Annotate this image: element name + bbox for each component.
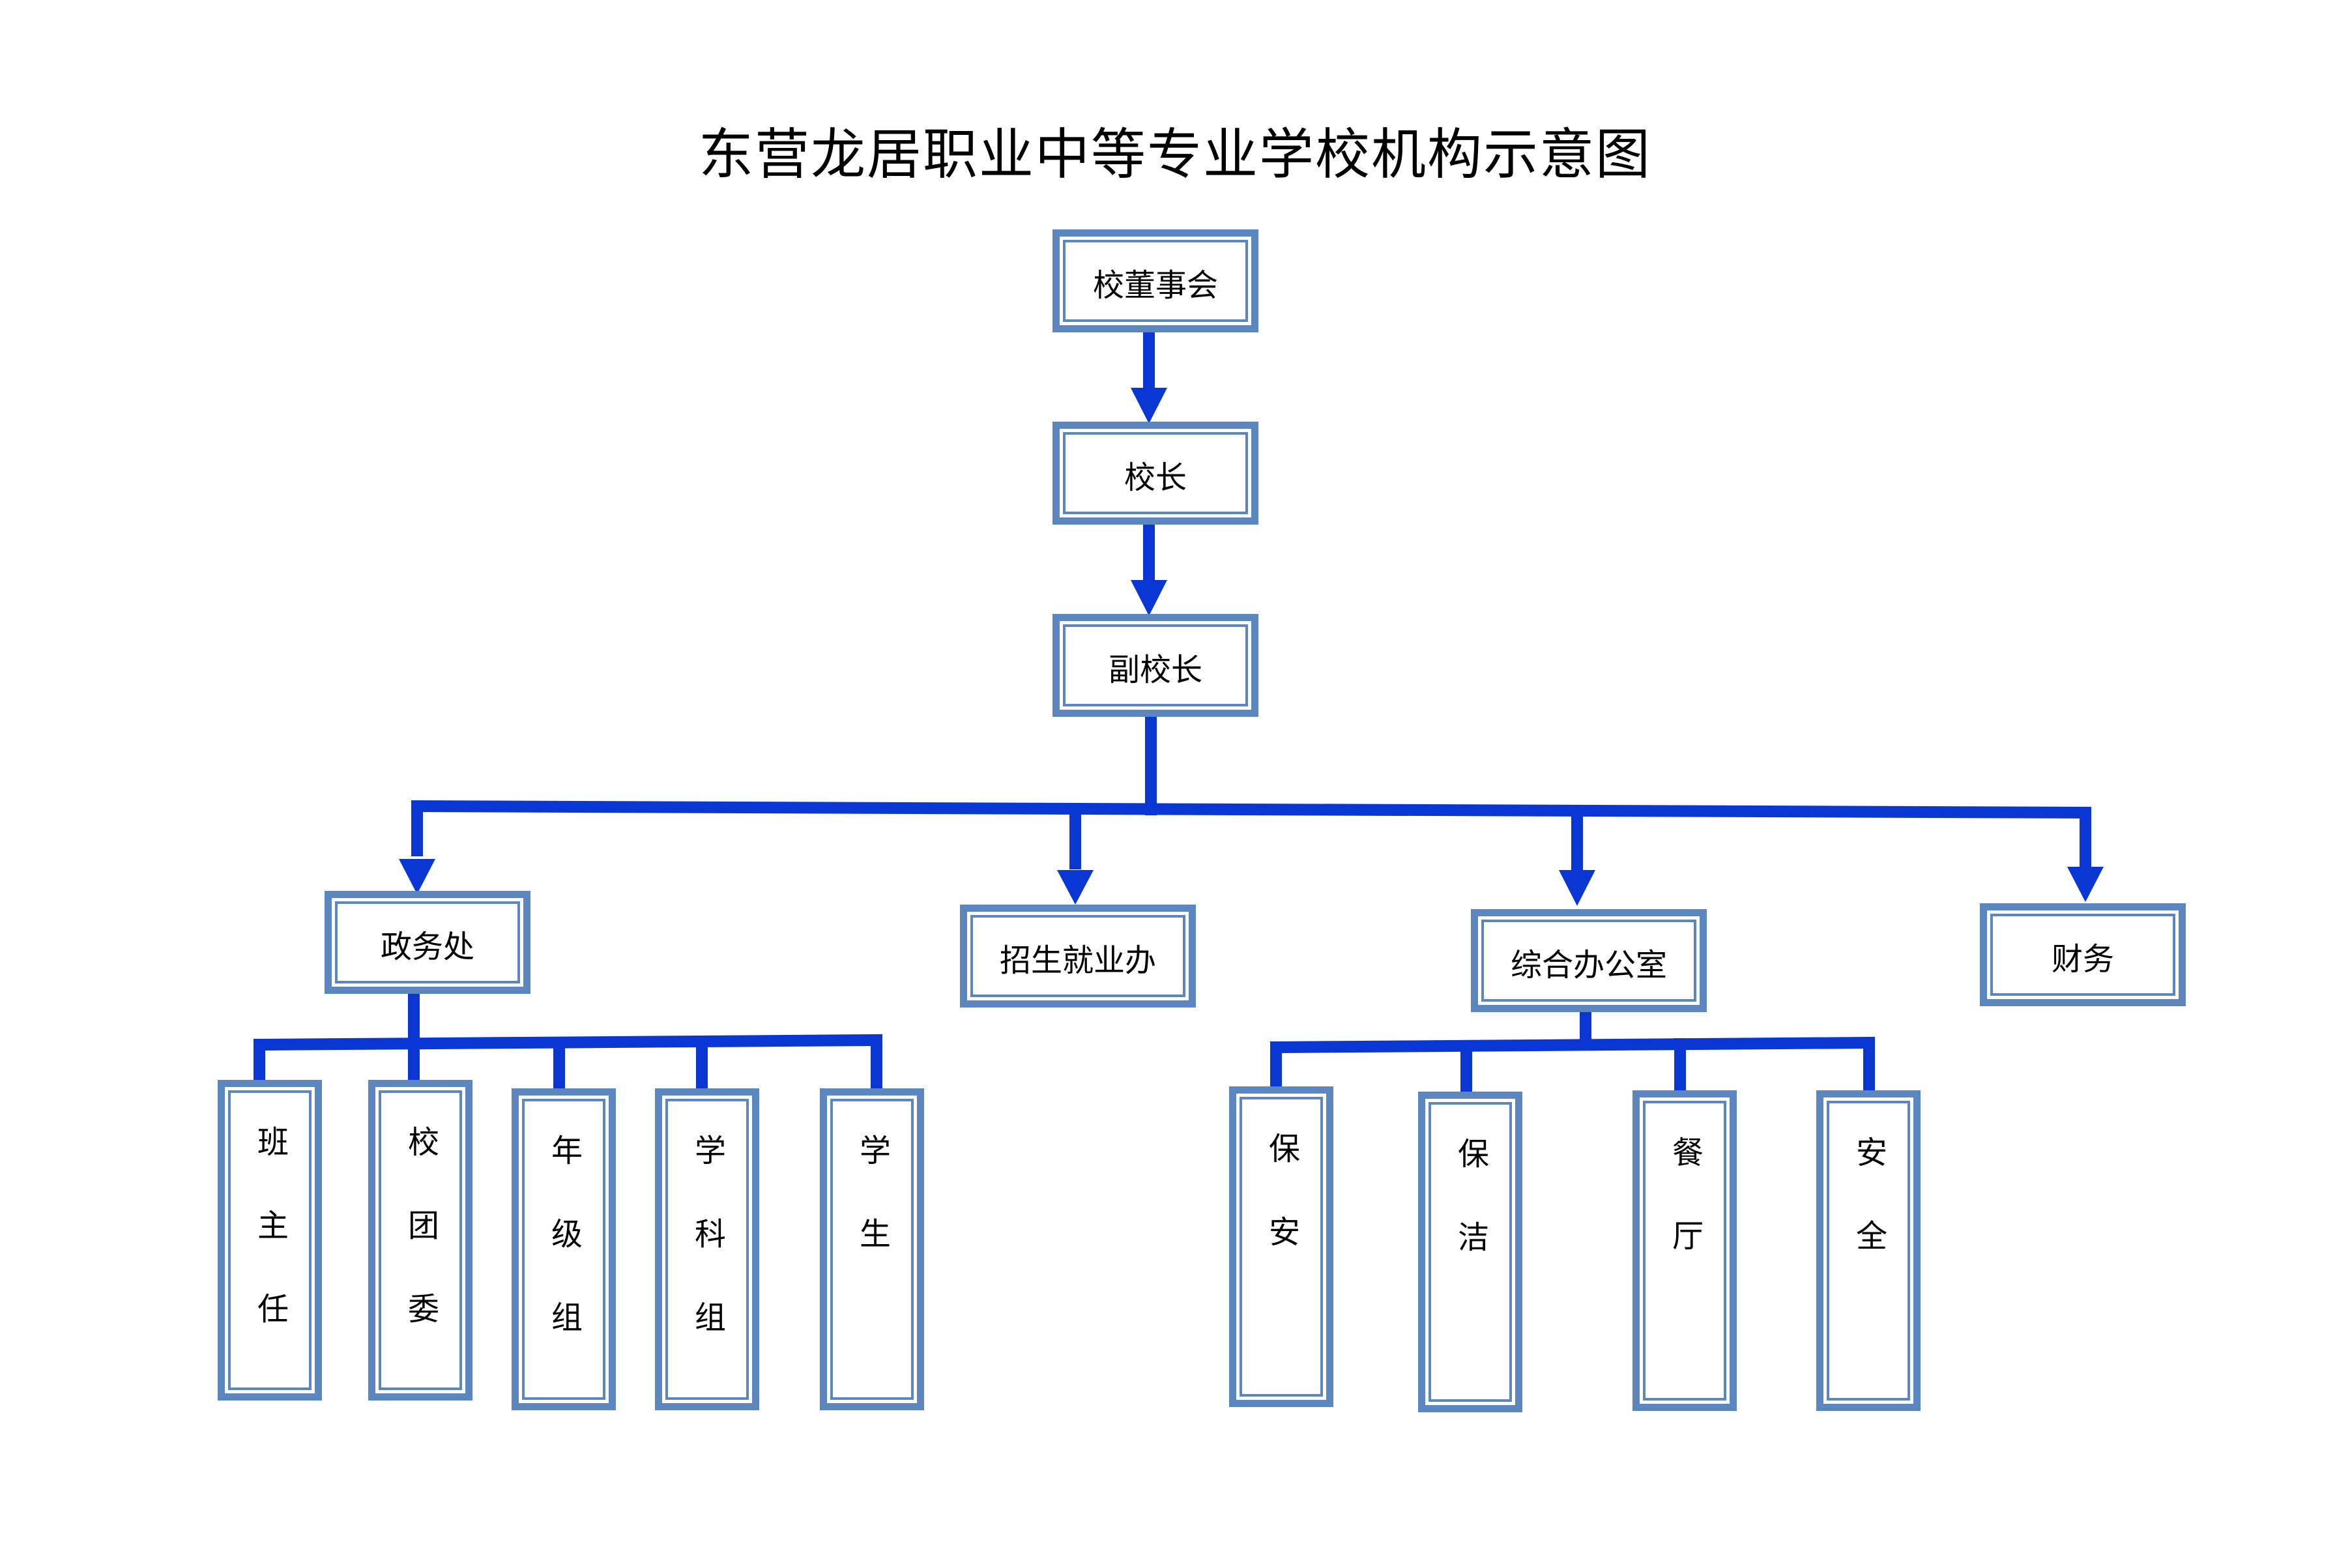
node-enrollment-office-label: 招生就业办 [999,942,1156,979]
node-political-office-label: 政务处 [380,929,474,965]
node-board: 校董事会 [1052,229,1258,332]
node-cleaning-label: 保洁 [1452,1137,1488,1304]
node-security: 保安 [1229,1086,1333,1407]
node-students: 学生 [820,1088,924,1410]
node-head-teacher-label: 班主任 [252,1125,288,1376]
node-principal: 校长 [1052,422,1258,525]
connector-political-sub-bus [253,1034,883,1051]
node-grade-group-label: 年级组 [545,1134,582,1384]
arrowhead-finance [2067,867,2104,902]
node-youth-league: 校团委 [368,1080,472,1401]
node-youth-league-label: 校团委 [402,1125,439,1376]
node-safety-label: 安全 [1850,1136,1887,1303]
node-general-office: 综合办公室 [1471,909,1707,1012]
node-safety: 安全 [1816,1090,1921,1411]
node-subject-group-label: 学科组 [689,1134,725,1384]
arrowhead-vice [1131,580,1167,616]
connector-main-bus [411,800,2092,819]
node-students-label: 学生 [854,1134,890,1301]
node-finance: 财务 [1980,903,2186,1006]
node-board-label: 校董事会 [1092,267,1218,304]
node-vice-principal-label: 副校长 [1108,652,1202,688]
node-vice-principal: 副校长 [1052,614,1258,717]
node-security-label: 保安 [1263,1132,1299,1299]
arrowhead-enrollment [1057,870,1094,905]
node-subject-group: 学科组 [655,1088,759,1410]
node-grade-group: 年级组 [512,1088,616,1410]
arrowhead-principal [1131,388,1167,424]
arrowhead-general [1559,870,1595,906]
node-enrollment-office: 招生就业办 [960,905,1196,1008]
arrowhead-political [399,859,435,894]
connector-general-sub-bus [1269,1036,1876,1054]
node-cleaning: 保洁 [1418,1092,1522,1412]
node-canteen-label: 餐厅 [1666,1136,1703,1303]
node-finance-label: 财务 [2051,941,2114,978]
node-principal-label: 校长 [1124,459,1187,496]
node-head-teacher: 班主任 [218,1080,322,1401]
node-political-office: 政务处 [325,891,530,994]
node-general-office-label: 综合办公室 [1510,947,1667,983]
diagram-title: 东营龙居职业中等专业学校机构示意图 [698,123,1651,186]
node-canteen: 餐厅 [1632,1090,1737,1411]
